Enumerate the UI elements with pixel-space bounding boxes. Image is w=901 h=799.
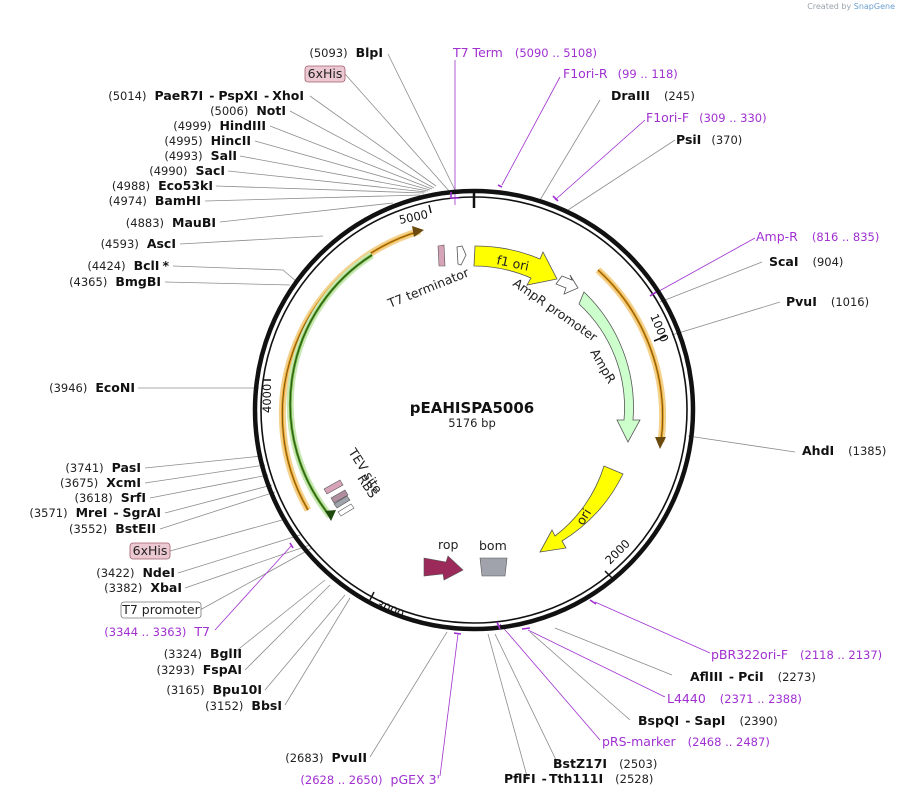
label-bamhi: (4974)BamHI xyxy=(109,193,201,208)
label-econi: (3946)EcoNI xyxy=(49,380,135,395)
orf-left-orange xyxy=(278,226,424,512)
t7-promoter-box xyxy=(120,601,202,619)
right-labels: T7 Term(5090 .. 5108) F1ori-R(99 .. 118)… xyxy=(452,45,886,786)
feature-f1-ori: f1 ori xyxy=(473,245,558,286)
label-t7: (3344 .. 3363)T7 xyxy=(104,624,210,639)
his-tag-bottom-box xyxy=(129,542,171,560)
watermark-text: Created by xyxy=(807,2,852,11)
tick-5000: 5000 xyxy=(398,207,430,227)
f1-ori-label: f1 ori xyxy=(495,252,530,273)
label-hincii: (4995)HincII xyxy=(164,133,251,148)
watermark-brand: SnapGene xyxy=(853,2,895,11)
primer-lines xyxy=(214,60,756,777)
label-asci: (4593)AscI xyxy=(101,236,176,251)
primer-markers xyxy=(289,184,657,635)
label-xbai: (3382)XbaI xyxy=(104,580,182,595)
rop-label: rop xyxy=(438,537,459,552)
his-tag-top: 6xHis xyxy=(308,66,343,81)
leader-lines xyxy=(138,53,796,781)
label-bpu10i: (3165)Bpu10I xyxy=(166,682,262,697)
orf-right xyxy=(595,267,667,449)
bom-label: bom xyxy=(479,538,507,553)
watermark: Created by SnapGene xyxy=(807,2,895,11)
feature-t7-terminator: T7 terminator xyxy=(385,244,472,311)
label-paer7i: (5014)PaeR7I-PspXI-XhoI xyxy=(108,88,304,103)
label-sali: (4993)SalI xyxy=(164,148,237,163)
his-tag-top-box xyxy=(304,65,346,83)
orf-left-green xyxy=(286,252,374,521)
label-pgex3: (2628 .. 2650)pGEX 3' xyxy=(300,772,440,787)
label-ahdi: AhdI(1385) xyxy=(802,443,886,458)
label-f1ori-r: F1ori-R(99 .. 118) xyxy=(563,66,678,81)
backbone-outer xyxy=(252,188,696,632)
feature-rop: rop xyxy=(423,537,464,581)
label-pasi: (3741)PasI xyxy=(65,460,141,475)
feature-tev-rbs: TEV site RBS xyxy=(323,445,386,517)
label-afliii: AflIII-PciI(2273) xyxy=(690,669,816,684)
label-pflfi: PflFI-Tth111I(2528) xyxy=(504,771,653,786)
label-xcmi: (3675)XcmI xyxy=(60,475,141,490)
label-pbr322: pBR322ori-F(2118 .. 2137) xyxy=(711,647,882,662)
plasmid-name: pEAHISPA5006 xyxy=(410,399,535,417)
label-mrei: (3571)MreI-SgrAI xyxy=(29,505,161,520)
label-bstz17i: BstZ17I(2503) xyxy=(553,756,657,771)
his-tag-bottom: 6xHis xyxy=(133,543,168,558)
label-fspai: (3293)FspAI xyxy=(156,662,242,677)
label-l4440: L4440(2371 .. 2388) xyxy=(667,691,802,706)
ori-label: ori xyxy=(573,506,594,528)
left-labels: (5093)BlpI 6xHis (5014)PaeR7I-PspXI-XhoI… xyxy=(29,45,440,787)
label-draiii: DraIII(245) xyxy=(611,88,695,103)
label-noti: (5006)NotI xyxy=(210,103,286,118)
label-eco53ki: (4988)Eco53kI xyxy=(112,178,213,193)
label-t7-term: T7 Term(5090 .. 5108) xyxy=(452,45,597,60)
label-ndei: (3422)NdeI xyxy=(96,565,175,580)
label-bglii: (3324)BglII xyxy=(164,646,242,661)
label-srfi: (3618)SrfI xyxy=(74,490,146,505)
tick-3000: 3000 xyxy=(374,597,406,622)
label-bspqi: BspQI-SapI(2390) xyxy=(638,713,778,728)
label-bcli: (4424)BclI* xyxy=(87,258,169,273)
tick-4000: 4000 xyxy=(260,384,274,413)
feature-bom: bom xyxy=(479,538,508,577)
label-scai: ScaI(904) xyxy=(769,254,843,269)
label-f1ori-f: F1ori-F(309 .. 330) xyxy=(646,110,767,125)
label-pvuii: (2683)PvuII xyxy=(285,750,367,765)
label-hindiii: (4999)HindIII xyxy=(173,118,266,133)
plasmid-size: 5176 bp xyxy=(448,416,496,430)
label-psii: PsiI(370) xyxy=(676,132,742,147)
label-amp-r: Amp-R(816 .. 835) xyxy=(756,229,879,244)
tick-1000: 1000 xyxy=(647,312,671,344)
t7-terminator-label: T7 terminator xyxy=(385,264,472,311)
label-prs-marker: pRS-marker(2468 .. 2487) xyxy=(602,734,770,749)
label-bsteii: (3552)BstEII xyxy=(69,521,156,536)
label-bbsi: (3152)BbsI xyxy=(205,698,282,713)
feature-ori: ori xyxy=(539,465,624,553)
label-saci: (4990)SacI xyxy=(149,163,225,178)
t7-promoter-label: T7 promoter xyxy=(121,602,200,617)
label-blpi: (5093)BlpI xyxy=(309,45,383,60)
label-maubi: (4883)MauBI xyxy=(126,215,216,230)
label-bmgbi: (4365)BmgBI xyxy=(69,274,161,289)
label-pvui: PvuI(1016) xyxy=(786,294,869,309)
